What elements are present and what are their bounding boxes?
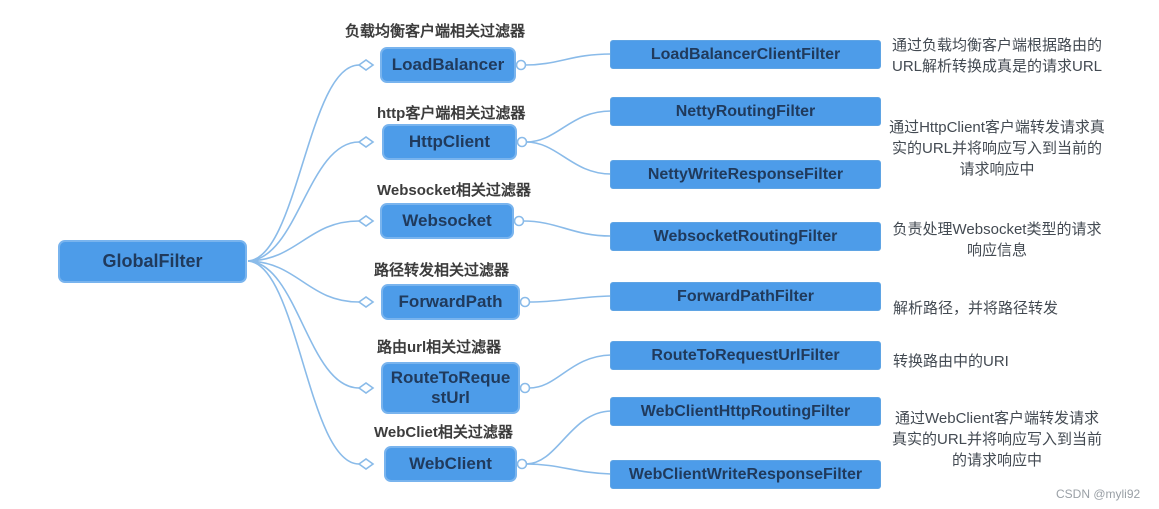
description-websocket: 负责处理Websocket类型的请求响应信息 (892, 221, 1102, 259)
diamond-port-icon (357, 215, 375, 227)
node-route-to-request-url: RouteToRequestUrl (381, 362, 520, 414)
node-load-balancer-client-filter: LoadBalancerClientFilter (610, 40, 881, 69)
description-route-to-request-url: 转换路由中的URI (893, 353, 1009, 370)
node-netty-routing-filter: NettyRoutingFilter (610, 97, 881, 126)
node-global-filter: GlobalFilter (58, 240, 247, 283)
description-forward-path: 解析路径，并将路径转发 (893, 300, 1059, 317)
category-label-http-client: http客户端相关过滤器 (377, 105, 526, 122)
diamond-port-icon (357, 59, 375, 71)
category-label-load-balancer: 负载均衡客户端相关过滤器 (345, 23, 526, 40)
diamond-port-icon (357, 382, 375, 394)
description-http-client: 通过HttpClient客户端转发请求真实的URL并将响应写入到当前的请求响应中 (889, 119, 1105, 178)
description-load-balancer: 通过负载均衡客户端根据路由的URL解析转换成真是的请求URL (891, 37, 1103, 75)
node-forward-path: ForwardPath (381, 284, 520, 320)
node-load-balancer: LoadBalancer (380, 47, 516, 83)
node-http-client: HttpClient (382, 124, 517, 160)
circle-port-icon (519, 296, 531, 308)
node-netty-write-response-filter: NettyWriteResponseFilter (610, 160, 881, 189)
node-websocket: Websocket (380, 203, 514, 239)
category-label-route-to-request-url: 路由url相关过滤器 (377, 339, 502, 356)
category-label-forward-path: 路径转发相关过滤器 (374, 262, 510, 279)
description-web-client: 通过WebClient客户端转发请求真实的URL并将响应写入到当前的请求响应中 (891, 410, 1102, 469)
circle-port-icon (516, 458, 528, 470)
watermark: CSDN @myli92 (1056, 487, 1141, 501)
node-web-client-write-response-filter: WebClientWriteResponseFilter (610, 460, 881, 489)
category-label-web-client: WebCliet相关过滤器 (374, 424, 513, 441)
diamond-port-icon (357, 458, 375, 470)
diamond-port-icon (357, 136, 375, 148)
node-web-client-http-routing-filter: WebClientHttpRoutingFilter (610, 397, 881, 426)
circle-port-icon (515, 59, 527, 71)
node-forward-path-filter: ForwardPathFilter (610, 282, 881, 311)
circle-port-icon (513, 215, 525, 227)
circle-port-icon (516, 136, 528, 148)
category-label-websocket: Websocket相关过滤器 (377, 182, 531, 199)
node-web-client: WebClient (384, 446, 517, 482)
diamond-port-icon (357, 296, 375, 308)
node-route-to-request-url-filter: RouteToRequestUrlFilter (610, 341, 881, 370)
circle-port-icon (519, 382, 531, 394)
node-websocket-routing-filter: WebsocketRoutingFilter (610, 222, 881, 251)
